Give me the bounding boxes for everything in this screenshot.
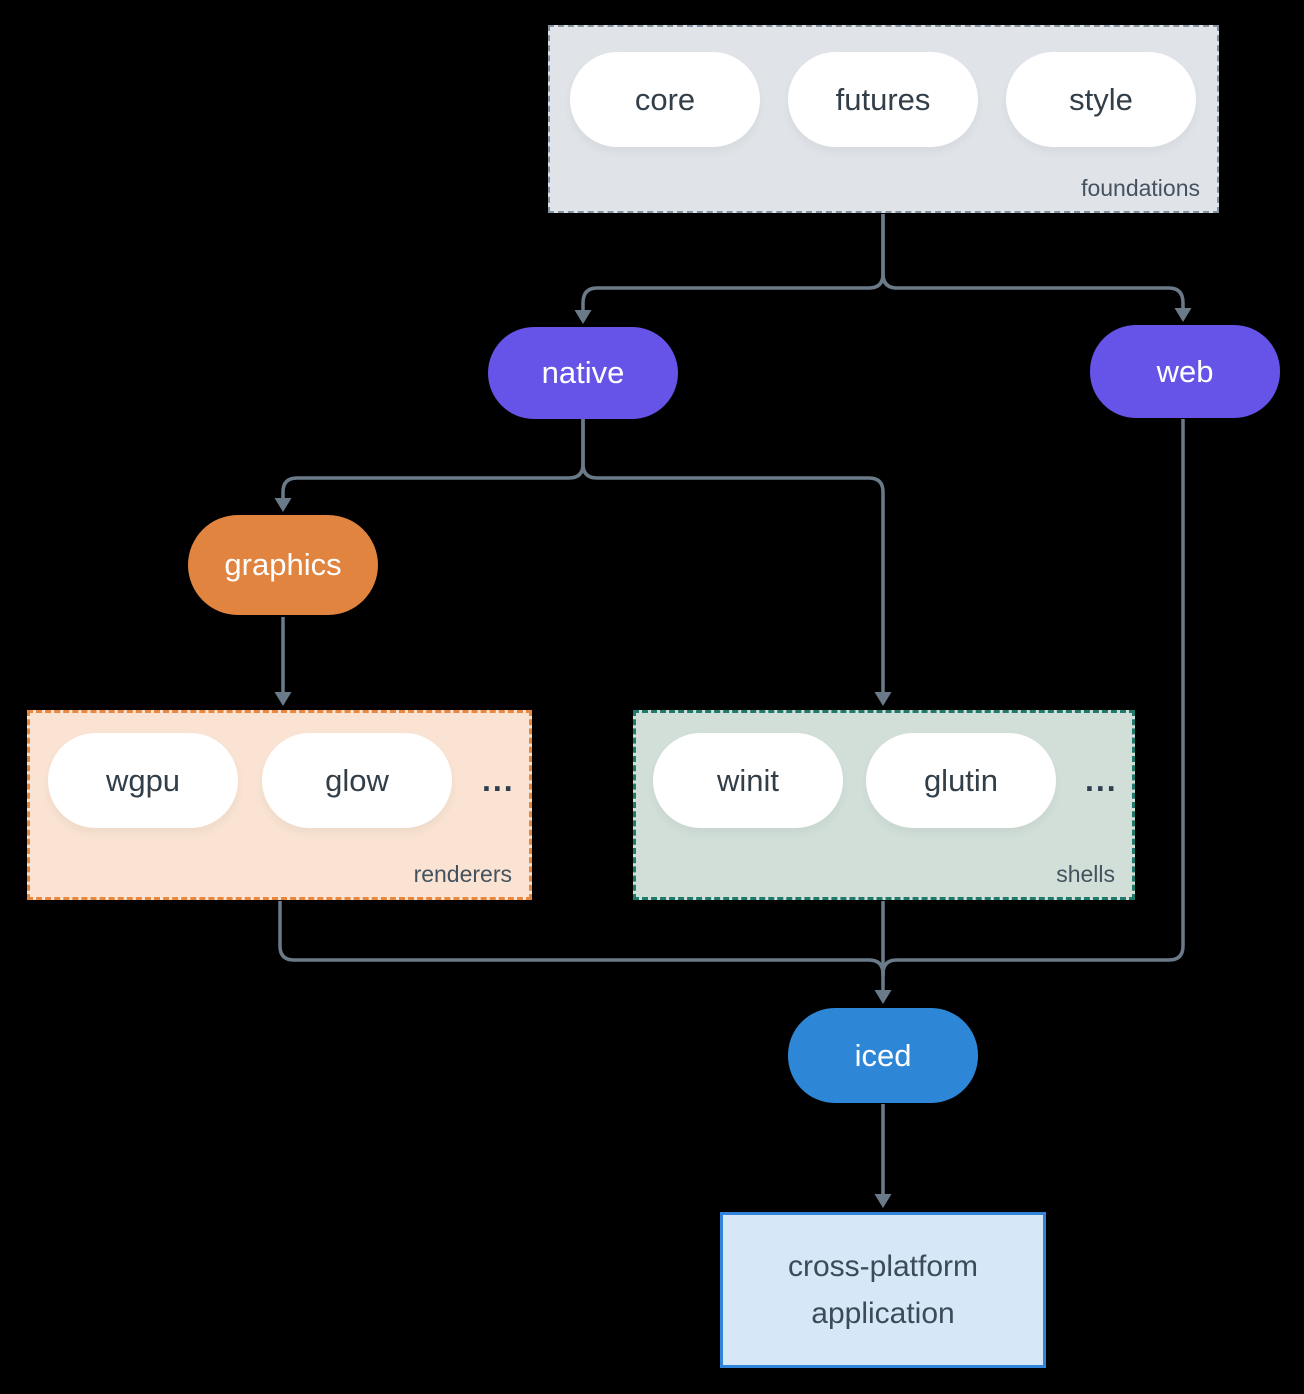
node-iced: iced [788,1008,978,1103]
group-label-renderers: renderers [413,861,512,887]
pill-futures: futures [788,52,978,147]
node-native: native [488,327,678,419]
edge-native-graphics [281,419,585,498]
group-renderers: wgpu glow ... renderers [27,710,532,900]
group-label-shells: shells [1056,861,1115,887]
pill-winit: winit [653,733,843,828]
arrowhead-shells [874,692,892,706]
arrowhead-iced [874,990,892,1004]
renderers-ellipsis: ... [482,762,515,798]
group-foundations: core futures style foundations [548,25,1219,213]
group-label-foundations: foundations [1081,175,1200,201]
app-label-line1: cross-platform [787,1250,979,1283]
pill-glow: glow [262,733,452,828]
arrowhead-renderers [274,692,292,706]
edge-native-shells [581,419,885,692]
arrowhead-native [574,310,592,324]
node-graphics: graphics [188,515,378,615]
pill-core: core [570,52,760,147]
edge-renderers-iced [278,901,885,976]
arrowhead-app [874,1194,892,1208]
pill-glutin: glutin [866,733,1056,828]
cross-platform-application-box: cross-platform application [720,1212,1046,1368]
edge-foundations-native [581,214,885,310]
node-web: web [1090,325,1280,418]
edge-foundations-web [881,214,1185,308]
pill-style: style [1006,52,1196,147]
arrowheads [274,308,1192,1208]
shells-ellipsis: ... [1085,762,1118,798]
arrowhead-graphics [274,498,292,512]
app-label-line2: application [811,1297,955,1330]
arrowhead-web [1174,308,1192,322]
pill-wgpu: wgpu [48,733,238,828]
group-shells: winit glutin ... shells [633,710,1135,900]
